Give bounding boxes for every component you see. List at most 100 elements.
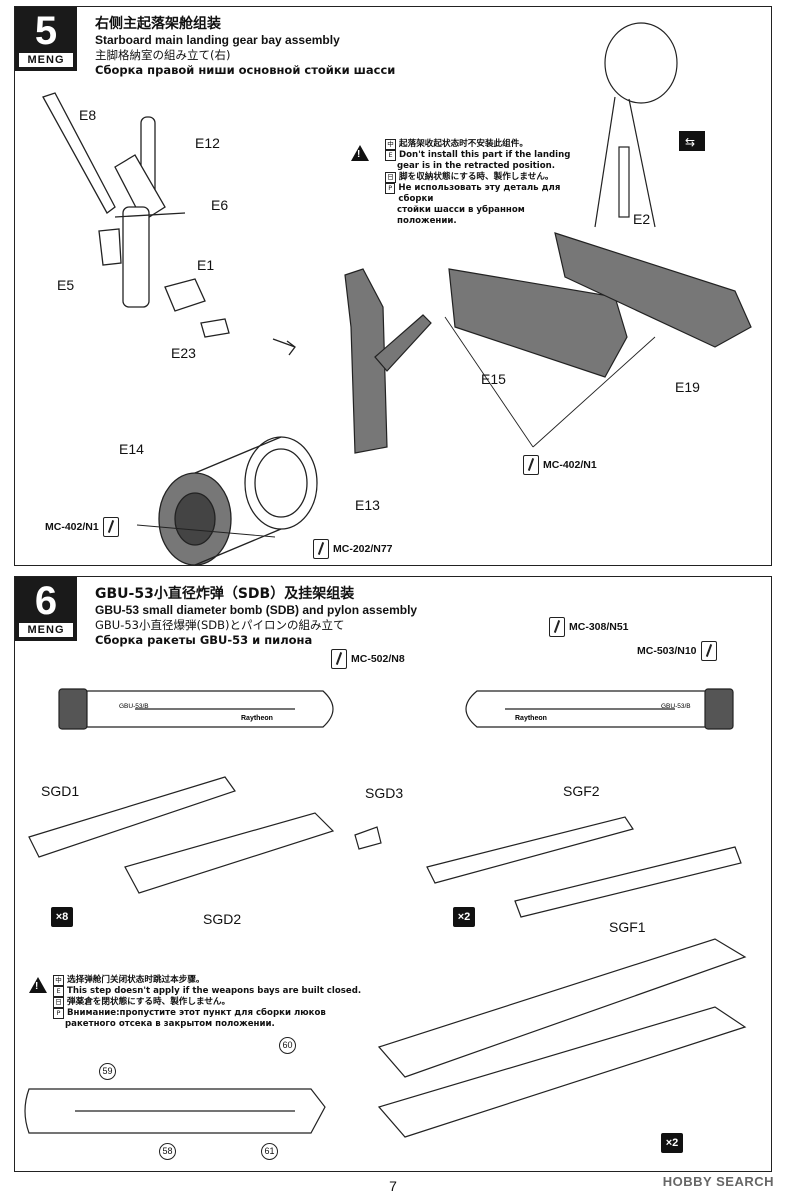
label-e12: E12 [195,135,220,151]
label-sgd3: SGD3 [365,785,404,801]
label-e2: E2 [633,211,651,227]
retracted-wheel [604,22,678,104]
label-sgd2: SGD2 [203,911,242,927]
paint-brush-icon [700,641,717,661]
note-ru-line2: ракетного отсека в закрытом положении. [65,1019,275,1029]
paint-brush-icon [313,539,329,559]
callout-58: 58 [159,1143,176,1160]
paint-callout-body: MC-308/N51 [549,617,629,637]
label-e19: E19 [675,379,700,395]
step-5-panel: 5 MENG 右侧主起落架舱组装 Starboard main landing … [14,6,772,566]
callout-60: 60 [279,1037,296,1054]
label-e8: E8 [79,107,97,123]
strut-arm-e8 [42,92,116,214]
bomb-brand-left: Raytheon [241,715,273,722]
bomb-tail-left [58,688,88,730]
part-e2 [618,146,630,218]
title-english: Starboard main landing gear bay assembly [95,33,340,47]
label-sgd1: SGD1 [41,783,80,799]
title-chinese: 右侧主起落架舱组装 [95,16,221,32]
step-number: 5 [34,9,58,53]
watermark-logo: HOBBY SEARCH [662,1174,774,1189]
meng-logo: MENG [19,623,73,637]
bay-part-e19 [554,232,752,348]
bomb-brand-right: Raytheon [515,715,547,722]
multiplier-badge-sgd: ×8 [51,907,73,927]
part-sgd3 [354,826,382,850]
note-jp: 弾薬倉を閉状態にする時、製作しません。 [67,997,231,1007]
paint-brush-icon [523,455,539,475]
page-number: 7 [389,1178,397,1194]
step-5-title: 右侧主起落架舱组装 Starboard main landing gear ba… [95,13,395,77]
bomb-marking-right: GBU-53/B [661,703,691,710]
step-number: 6 [34,579,58,623]
part-sgd1 [28,776,236,858]
label-e15: E15 [481,371,506,387]
label-sgf1: SGF1 [609,919,646,935]
note-cn: 选择弹舱门关闭状态时跳过本步骤。 [67,975,205,985]
step-6-badge: 6 MENG [15,577,77,641]
assembly-arrow [272,338,296,356]
rack-upper [377,938,747,1078]
step-5-badge: 5 MENG [15,7,77,71]
note-cn: 起落架收起状态时不安装此组件。 [399,139,528,149]
retracted-mode-icon [679,131,705,151]
rack-lower [377,1006,747,1138]
label-e14: E14 [119,441,144,457]
part-e23 [200,318,230,338]
part-e1 [164,278,206,312]
bomb-marking-left: GBU-53/B [119,703,149,710]
strut-brace [114,154,166,222]
label-sgf2: SGF2 [563,783,600,799]
step-6-title: GBU-53小直径炸弹（SDB）及挂架组装 GBU-53 small diame… [95,583,417,647]
title-chinese: GBU-53小直径炸弹（SDB）及挂架组装 [95,586,355,602]
note-ru-line2: стойки шасси в убранном положении. [397,205,525,226]
label-e13: E13 [355,497,380,513]
note-en-line2: gear is in the retracted position. [397,161,556,171]
step-6-panel: 6 MENG GBU-53小直径炸弹（SDB）及挂架组装 GBU-53 smal… [14,576,772,1172]
multiplier-badge-sgf: ×2 [453,907,475,927]
part-sgf2 [426,816,634,884]
note-en-line1: Don't install this part if the landing [399,150,571,160]
paint-callout-hub: MC-202/N77 [313,539,393,559]
paint-brush-icon [549,617,565,637]
part-sgf1 [514,846,742,918]
step-5-diagram: ⇆ [42,22,752,566]
bay-part-e15 [448,268,628,378]
main-strut [122,206,150,308]
callout-61: 61 [261,1143,278,1160]
part-sgd2 [124,812,335,894]
warning-icon: ! [29,977,47,993]
paint-callout-tail-right: MC-503/N10 [637,641,717,661]
title-japanese: GBU-53小直径爆弾(SDB)とパイロンの組み立て [95,618,345,632]
note-ru-line1: Не использовать эту деталь для сборки [398,183,561,204]
svg-text:⇆: ⇆ [685,135,695,149]
title-japanese: 主脚格納室の組み立て(右) [95,48,231,62]
label-e6: E6 [211,197,229,213]
note-jp: 脚を収納状態にする時、製作しません。 [399,172,554,182]
callout-59: 59 [99,1063,116,1080]
meng-logo: MENG [19,53,73,67]
multiplier-badge-rack: ×2 [661,1133,683,1153]
part-e5 [98,228,122,266]
label-e1: E1 [197,257,215,273]
title-russian: Сборка ракеты GBU-53 и пилона [95,633,313,647]
assembled-strut [344,268,388,454]
paint-callout-tire: MC-402/N1 [45,517,119,537]
paint-callout-tail-left: MC-502/N8 [331,649,405,669]
title-russian: Сборка правой ниши основной стойки шасси [95,63,396,77]
note-ru-line1: Внимание:пропустите этот пункт для сборк… [67,1008,326,1018]
label-e5: E5 [57,277,75,293]
step-6-diagram: GBU-53/B Raytheon GBU-53/B Raytheon [24,688,747,1138]
label-e23: E23 [171,345,196,361]
wheel-hub-e13 [244,436,318,530]
note-en: This step doesn't apply if the weapons b… [67,986,362,996]
paint-brush-icon [102,517,119,537]
paint-brush-icon [331,649,347,669]
paint-callout-bay: MC-402/N1 [523,455,597,475]
bomb-tail-right [704,688,734,730]
title-english: GBU-53 small diameter bomb (SDB) and pyl… [95,603,418,617]
assembled-brace [374,314,432,372]
